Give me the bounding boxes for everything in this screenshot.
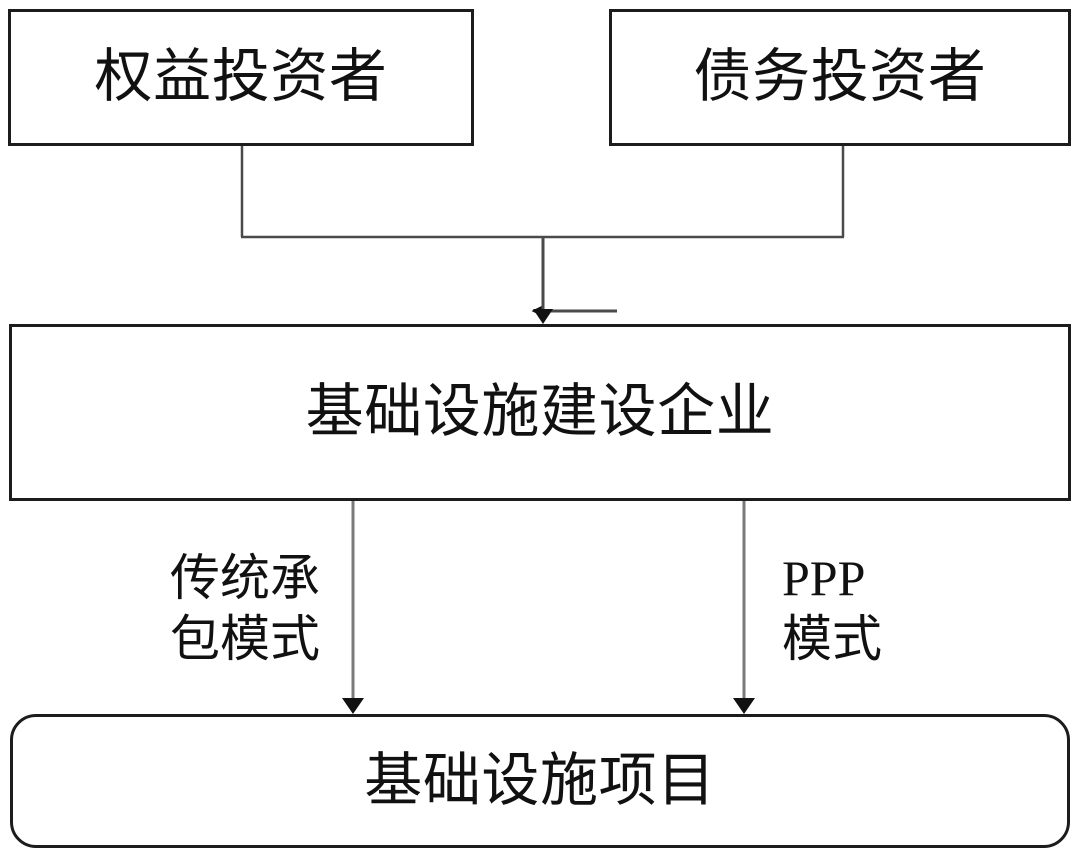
node-debt-investors[interactable]: 债务投资者	[609, 9, 1071, 146]
node-infrastructure-enterprise[interactable]: 基础设施建设企业	[9, 324, 1071, 501]
node-infrastructure-project-label: 基础设施项目	[364, 747, 716, 813]
node-equity-investors[interactable]: 权益投资者	[8, 9, 474, 146]
edge-label-ppp-mode: PPP 模式	[782, 550, 882, 667]
node-infrastructure-enterprise-label: 基础设施建设企业	[305, 379, 775, 445]
node-debt-investors-label: 债务投资者	[693, 44, 987, 110]
arrowhead-traditional-contracting	[342, 698, 364, 714]
edge-label-traditional-contracting: 传统承 包模式	[170, 550, 320, 667]
arrowhead-investors-to-enterprise	[533, 309, 553, 324]
node-infrastructure-project[interactable]: 基础设施项目	[10, 714, 1070, 848]
arrowhead-ppp-mode	[733, 698, 755, 714]
node-equity-investors-label: 权益投资者	[94, 44, 388, 110]
